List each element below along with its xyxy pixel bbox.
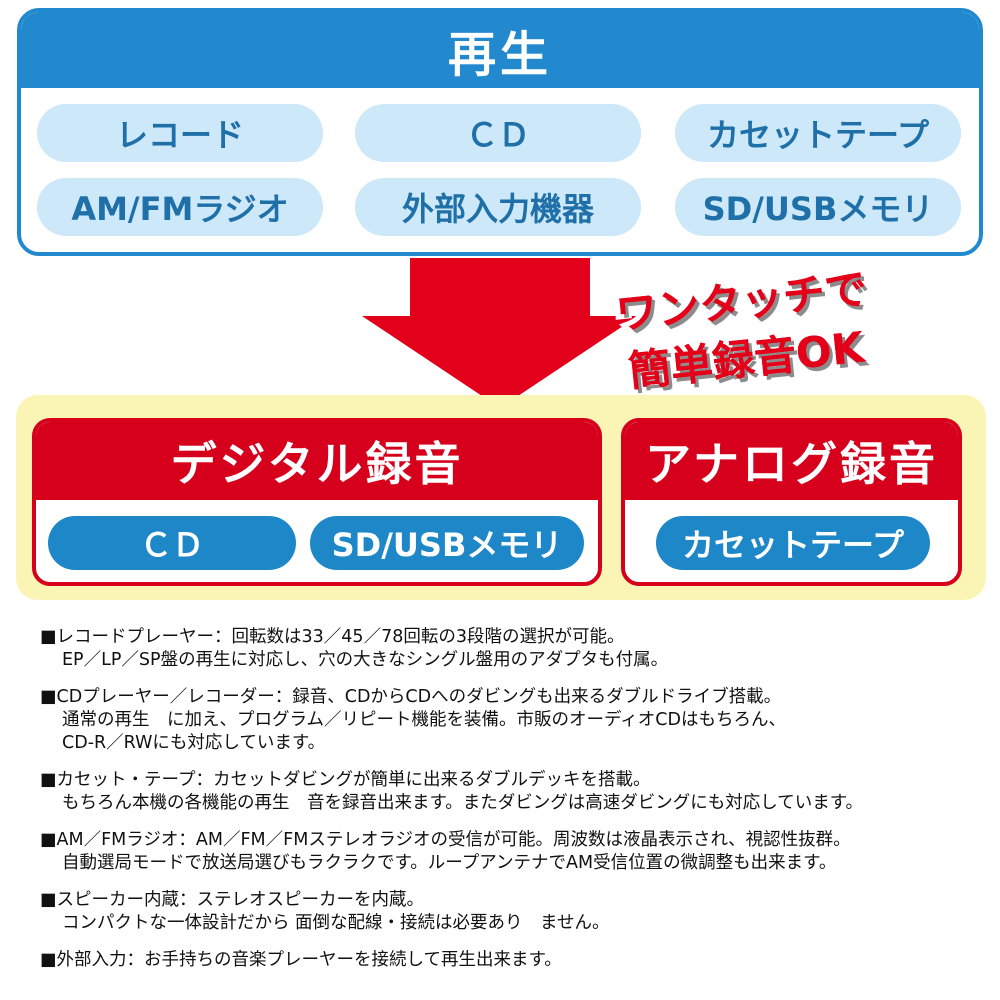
note-speaker: ■スピーカー内蔵：ステレオスピーカーを内蔵。 コンパクトな一体設計だから 面倒な… [40,889,985,935]
feature-notes: ■レコードプレーヤー：回転数は33／45／78回転の3段階の選択が可能。 EP／… [40,626,985,986]
note-line: 自動選局モードで放送局選びもラクラクです。ループアンテナでAM受信位置の微調整も… [62,853,837,873]
note-line: コンパクトな一体設計だから 面倒な配線・接続は必要あり ません。 [62,913,610,933]
source-record: レコード [37,104,323,162]
digital-recording-title: デジタル録音 [36,422,598,500]
note-line: もちろん本機の各機能の再生 音を録音出来ます。またダビングは高速ダビングにも対応… [62,793,863,813]
note-line: ■AM／FMラジオ：AM／FM／FMステレオラジオの受信が可能。周波数は液晶表示… [40,830,851,850]
digital-recording-panel: デジタル録音 ＣＤ SD/USBメモリ [32,418,602,586]
note-line: 通常の再生 に加え、プログラム／リピート機能を装備。市販のオーディオCDはもちろ… [62,710,786,730]
note-line: ■カセット・テープ：カセットダビングが簡単に出来るダブルデッキを搭載。 [40,770,651,790]
note-external-input: ■外部入力：お手持ちの音楽プレーヤーを接続して再生出来ます。 [40,949,985,972]
note-cd: ■CDプレーヤー／レコーダー：録音、CDからCDへのダビングも出来るダブルドライ… [40,686,985,755]
down-arrow-icon [362,258,638,408]
note-line: ■CDプレーヤー／レコーダー：録音、CDからCDへのダビングも出来るダブルドライ… [40,687,782,707]
note-line: CD-R／RWにも対応しています。 [62,733,326,753]
digital-target-cd: ＣＤ [48,516,296,570]
note-cassette: ■カセット・テープ：カセットダビングが簡単に出来るダブルデッキを搭載。 もちろん… [40,769,985,815]
analog-recording-title: アナログ録音 [625,422,958,500]
note-line: ■レコードプレーヤー：回転数は33／45／78回転の3段階の選択が可能。 [40,627,625,647]
digital-target-sd-usb: SD/USBメモリ [310,516,584,570]
analog-recording-panel: アナログ録音 カセットテープ [621,418,962,586]
playback-panel: 再生 レコード ＣＤ カセットテープ AM/FMラジオ 外部入力機器 SD/US… [17,8,983,256]
source-sd-usb: SD/USBメモリ [675,178,961,236]
playback-title: 再生 [21,12,979,88]
source-external: 外部入力機器 [355,178,641,236]
note-line: ■スピーカー内蔵：ステレオスピーカーを内蔵。 [40,890,425,910]
note-line: ■外部入力：お手持ちの音楽プレーヤーを接続して再生出来ます。 [40,950,562,970]
note-radio: ■AM／FMラジオ：AM／FM／FMステレオラジオの受信が可能。周波数は液晶表示… [40,829,985,875]
source-cd: ＣＤ [355,104,641,162]
note-line: EP／LP／SP盤の再生に対応し、穴の大きなシングル盤用のアダプタも付属。 [62,650,669,670]
source-cassette: カセットテープ [675,104,961,162]
note-record-player: ■レコードプレーヤー：回転数は33／45／78回転の3段階の選択が可能。 EP／… [40,626,985,672]
analog-target-cassette: カセットテープ [656,516,930,570]
one-touch-badge: ワンタッチで ワンタッチで 簡単録音OK 簡単録音OK [608,249,874,404]
source-radio: AM/FMラジオ [37,178,323,236]
